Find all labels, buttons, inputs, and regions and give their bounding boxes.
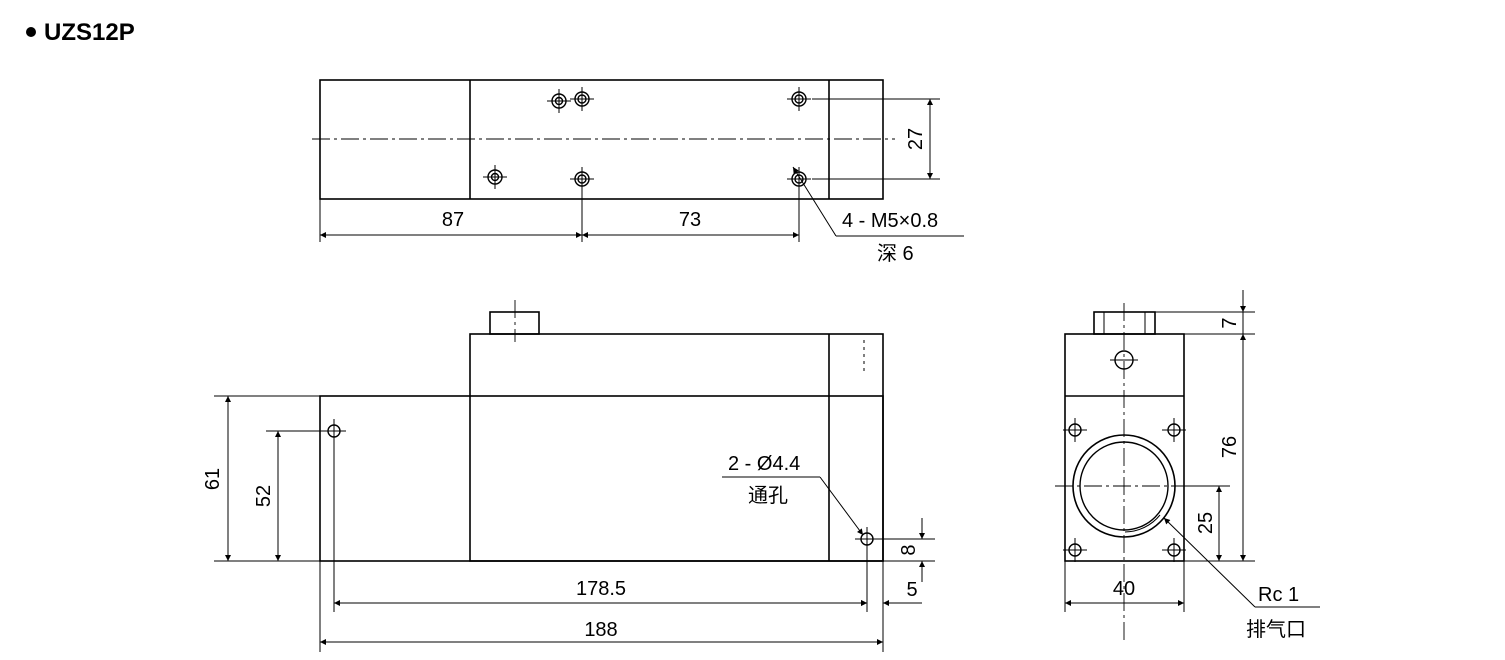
corner-hole-icon xyxy=(1162,538,1186,562)
side-view: 7 76 25 40 Rc 1 排气口 xyxy=(1055,290,1320,641)
corner-hole-icon xyxy=(1063,538,1087,562)
dim-178-5: 178.5 xyxy=(576,578,626,600)
dim-7: 7 xyxy=(1219,317,1241,328)
page-title: UZS12P xyxy=(44,19,135,46)
note-exhaust: 排气口 xyxy=(1246,618,1306,641)
note-hole-spec: 2 - Ø4.4 xyxy=(728,453,800,475)
top-view: 27 87 73 4 - M5×0.8 深 6 xyxy=(312,79,964,265)
note-through-hole: 通孔 xyxy=(748,484,788,507)
title-block: UZS12P xyxy=(26,19,135,46)
threaded-hole-icon xyxy=(483,165,507,189)
top-holes xyxy=(483,87,811,191)
side-port-stub xyxy=(1093,311,1156,335)
dim-61: 61 xyxy=(202,468,224,490)
dim-188: 188 xyxy=(584,619,617,641)
front-port-stub xyxy=(489,311,540,335)
dim-87: 87 xyxy=(442,209,464,231)
corner-hole-icon xyxy=(1063,418,1087,442)
dim-5: 5 xyxy=(906,579,917,601)
dim-52: 52 xyxy=(253,485,275,507)
threaded-hole-icon xyxy=(547,89,571,113)
threaded-hole-icon xyxy=(570,87,594,111)
side-body-outline xyxy=(1064,333,1185,562)
dim-8: 8 xyxy=(898,544,920,555)
note-port-size: Rc 1 xyxy=(1258,584,1299,606)
dim-25: 25 xyxy=(1195,512,1217,534)
note-thread-depth: 深 6 xyxy=(877,242,914,265)
note-thread-spec: 4 - M5×0.8 xyxy=(842,210,938,232)
side-top-hole-icon xyxy=(1110,350,1138,370)
dim-40: 40 xyxy=(1113,578,1135,600)
dim-76: 76 xyxy=(1219,436,1241,458)
bullet-icon xyxy=(26,27,36,37)
dim-73: 73 xyxy=(679,209,701,231)
corner-hole-icon xyxy=(1162,418,1186,442)
front-view: 61 52 178.5 188 8 5 2 - Ø4.4 通孔 xyxy=(202,300,935,652)
mounting-hole-icon xyxy=(322,419,346,443)
top-body-outline xyxy=(319,79,884,200)
front-body-outline xyxy=(469,333,884,562)
front-base-outline xyxy=(319,395,884,562)
dim-27: 27 xyxy=(905,128,927,150)
threaded-hole-icon xyxy=(787,87,811,111)
